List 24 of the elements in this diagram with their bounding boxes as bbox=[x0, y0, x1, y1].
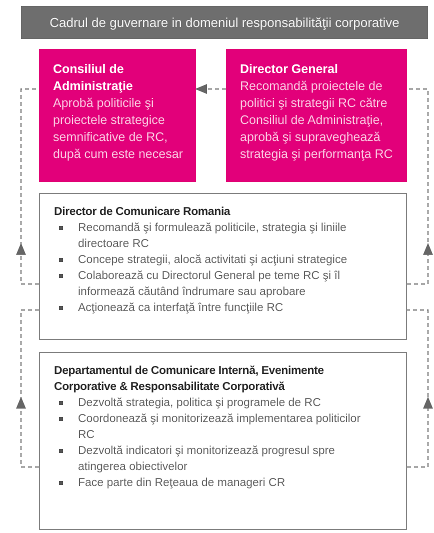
title-banner: Cadrul de guvernare in domeniul responsabilităţii corporative bbox=[21, 6, 428, 39]
dashed-arrow bbox=[407, 309, 433, 468]
role-card bbox=[39, 193, 407, 340]
dashed-arrow bbox=[16, 309, 39, 468]
role-title: Departamentul de Comunicare Internă, Evenimente Corporative & Responsabilitate Corporativă bbox=[54, 364, 325, 395]
dashed-arrow bbox=[195, 84, 226, 94]
bullet-text: Dezvoltă strategia, politica şi programele de RC bbox=[78, 397, 321, 409]
role-title: Consiliul de Administraţie bbox=[53, 61, 134, 95]
role-box bbox=[226, 49, 407, 182]
bullet-text: Face parte din Reţeaua de manageri CR bbox=[78, 477, 286, 489]
bullet-text: Coordonează şi monitorizează implementarea politicilor RC bbox=[78, 413, 361, 441]
bullet-text: Acţionează ca interfaţă între funcţiile RC bbox=[78, 302, 284, 314]
role-title: Director de Comunicare Romania bbox=[54, 205, 232, 220]
role-box bbox=[39, 49, 196, 182]
role-description: Recomandă proiectele de politici şi strategii RC către Consiliul de Administraţie, aprobă şi supraveghează strategia şi performanţa RC bbox=[240, 78, 394, 163]
bullet-text: Recomandă şi formulează politicile, strategia şi liniile directoare RC bbox=[78, 222, 346, 250]
bullet-text: Concepe strategii, alocă activitati şi acţiuni strategice bbox=[78, 254, 348, 266]
role-card bbox=[39, 352, 407, 530]
role-title: Director General bbox=[240, 61, 339, 78]
dashed-arrow bbox=[407, 88, 433, 285]
role-description: Aprobă politicile şi proiectele strategice semnificative de RC, după cum este necesar bbox=[53, 95, 184, 163]
dashed-arrow bbox=[16, 88, 39, 285]
bullet-text: Colaborează cu Directorul General pe teme RC şi îl informează căutând îndrumare sau aprobare bbox=[78, 270, 340, 298]
bullet-text: Dezvoltă indicatori şi monitorizează progresul spre atingerea obiectivelor bbox=[78, 445, 335, 473]
